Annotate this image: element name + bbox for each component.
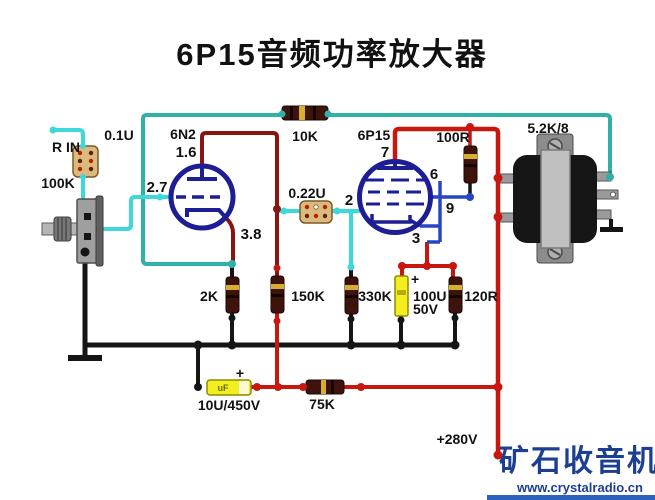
tube2-pin9: 9 (446, 200, 454, 217)
watermark-url: www.crystalradio.cn (516, 480, 643, 495)
tube-6n2 (168, 163, 236, 231)
tube2-pin6: 6 (430, 166, 438, 183)
v1-plate-wire (200, 131, 279, 276)
cathode-resistor-120r-label: 120R (464, 288, 497, 304)
interstage-coupling-cap-0.22u (299, 200, 333, 224)
cathode-cap-value-label: 100U (413, 288, 446, 304)
tube1-pin-plate: 1.6 (176, 144, 197, 161)
watermark: 矿石收音机 www.crystalradio.cn (487, 444, 655, 500)
tube2-name-label: 6P15 (358, 127, 391, 143)
tube1-pin-grid: 2.7 (147, 179, 168, 196)
interstage-cap-label: 0.22U (288, 185, 325, 201)
junction-dots (49, 110, 614, 460)
output-transformer (499, 133, 623, 264)
input-cap-label: 0.1U (104, 127, 134, 143)
cathode-cap-plus: + (411, 271, 419, 287)
tube1-pin-cathode: 3.8 (241, 226, 262, 243)
plate-resistor-150k-label: 150K (291, 288, 324, 304)
tube2-pin2: 2 (345, 192, 353, 209)
feedback-wire (141, 113, 612, 266)
screen-resistor-100r (463, 145, 478, 184)
feedback-resistor-10k (281, 105, 329, 121)
tube1-name-label: 6N2 (170, 126, 196, 142)
filter-cap-body-label: uF (218, 383, 229, 393)
watermark-bar (487, 495, 655, 500)
grid-resistor-330k (344, 276, 359, 315)
tube-6p15 (357, 159, 433, 235)
ground-symbol-right (600, 227, 623, 232)
tube2-pin7: 7 (381, 144, 389, 161)
volume-pot (41, 195, 104, 267)
cathode-resistor-2k-label: 2K (200, 288, 218, 304)
plate-resistor-150k (270, 275, 285, 314)
filter-cap-10u: uF (206, 379, 252, 396)
tube2-pin3: 3 (412, 230, 420, 247)
page-title: 6P15音频功率放大器 (176, 37, 487, 72)
cathode-cap-100u (394, 275, 409, 317)
filter-cap-label: 10U/450V (198, 397, 261, 413)
transformer-spec-label: 5.2K/8 (527, 120, 568, 136)
cathode-cap-voltage-label: 50V (413, 301, 439, 317)
feedback-resistor-label: 10K (292, 128, 318, 144)
ground-symbol-left (68, 355, 102, 361)
filter-cap-plus: + (236, 365, 244, 381)
dropper-resistor-label: 75K (309, 396, 335, 412)
volume-pot-label: 100K (41, 175, 74, 191)
cathode-resistor-120r (448, 276, 463, 314)
supply-voltage-label: +280V (437, 431, 479, 447)
input-jack-label: R IN (52, 139, 80, 155)
watermark-name: 矿石收音机 (499, 444, 655, 478)
cathode-resistor-2k (225, 276, 240, 314)
screen-resistor-label: 100R (436, 129, 469, 145)
grid-resistor-330k-label: 330K (358, 288, 391, 304)
dropper-resistor-75k (305, 379, 345, 395)
